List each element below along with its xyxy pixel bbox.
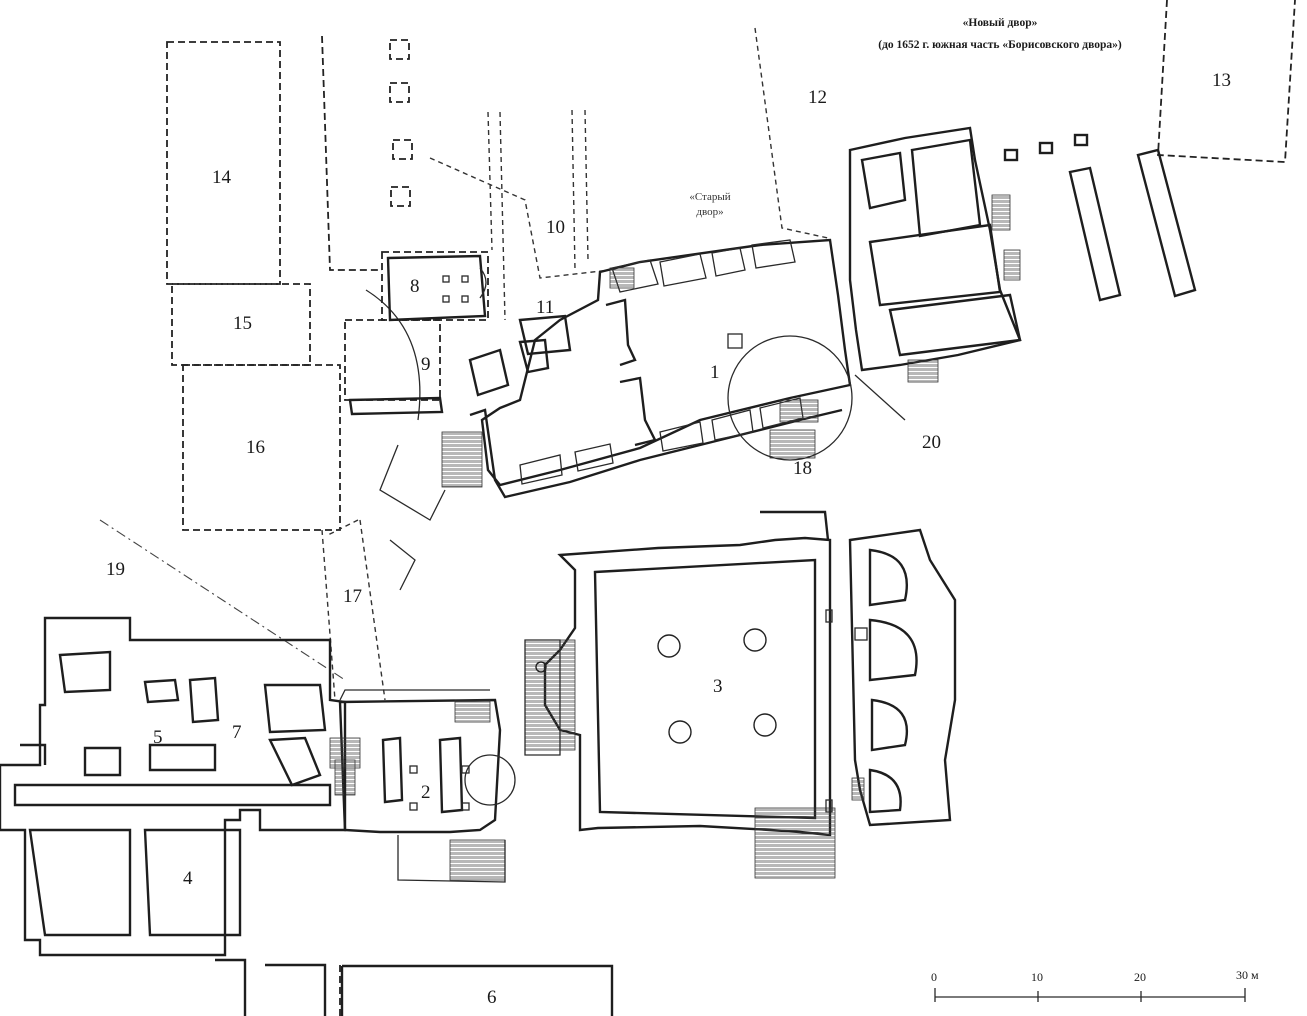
caption-old-yard-line1: «Старый xyxy=(689,191,730,203)
caption-new-yard-title: «Новый двор» xyxy=(963,17,1038,29)
building-6 xyxy=(340,964,614,1016)
building-2 xyxy=(334,689,516,883)
room-label-19: 19 xyxy=(106,559,125,580)
scale-tick-0: 0 xyxy=(931,970,937,984)
room-label-14: 14 xyxy=(212,167,232,188)
column-4 xyxy=(753,713,777,737)
caption-new-yard-subtitle: (до 1652 г. южная часть «Борисовского дв… xyxy=(878,39,1122,51)
room-label-13: 13 xyxy=(1212,70,1231,91)
wall-strip-1 xyxy=(1068,166,1122,302)
pier-3 xyxy=(392,139,413,160)
room-label-12: 12 xyxy=(808,87,827,108)
caption-old-yard-line2: двор» xyxy=(696,206,723,218)
room-label-4: 4 xyxy=(183,868,193,889)
outline-14 xyxy=(166,41,281,285)
captions: «Новый двор» (до 1652 г. южная часть «Бо… xyxy=(689,17,1122,218)
scale-tick-20: 20 xyxy=(1134,970,1146,984)
wall-strip-2 xyxy=(1136,148,1197,298)
room-label-10: 10 xyxy=(546,217,565,238)
room-label-2: 2 xyxy=(421,782,431,803)
building-ne xyxy=(848,126,1197,383)
outline-16 xyxy=(182,364,341,531)
column-2 xyxy=(743,628,767,652)
room-label-15: 15 xyxy=(233,313,252,334)
outline-13 xyxy=(1157,0,1296,163)
room-label-1: 1 xyxy=(710,362,720,383)
room-label-20: 20 xyxy=(922,432,941,453)
room-label-11: 11 xyxy=(536,297,554,318)
room-label-6: 6 xyxy=(487,987,497,1008)
room-labels: 1 2 3 4 5 6 7 8 9 10 11 12 13 14 15 16 1… xyxy=(106,70,1231,1008)
pier-4 xyxy=(390,186,411,207)
column-3 xyxy=(668,720,692,744)
building-8-9 xyxy=(348,254,572,416)
reconstructed-outlines xyxy=(99,0,1296,1016)
building-3-cathedral xyxy=(524,510,957,879)
scale-bar: 0 10 20 30 м xyxy=(931,968,1259,1002)
room-label-16: 16 xyxy=(246,437,265,458)
room-label-8: 8 xyxy=(410,276,420,297)
column-1 xyxy=(657,634,681,658)
pier-1 xyxy=(389,39,410,60)
scale-tick-30: 30 м xyxy=(1236,968,1259,982)
building-west xyxy=(0,616,361,1016)
pier-2 xyxy=(389,82,410,103)
circle-18 xyxy=(727,335,853,461)
room-label-7: 7 xyxy=(232,722,242,743)
room-label-18: 18 xyxy=(793,458,812,479)
scale-tick-10: 10 xyxy=(1031,970,1043,984)
room-label-17: 17 xyxy=(343,586,362,607)
room-label-3: 3 xyxy=(713,676,723,697)
pier-building-1 xyxy=(727,333,743,349)
room-label-9: 9 xyxy=(421,354,431,375)
room-label-5: 5 xyxy=(153,727,163,748)
building-1 xyxy=(441,238,853,499)
